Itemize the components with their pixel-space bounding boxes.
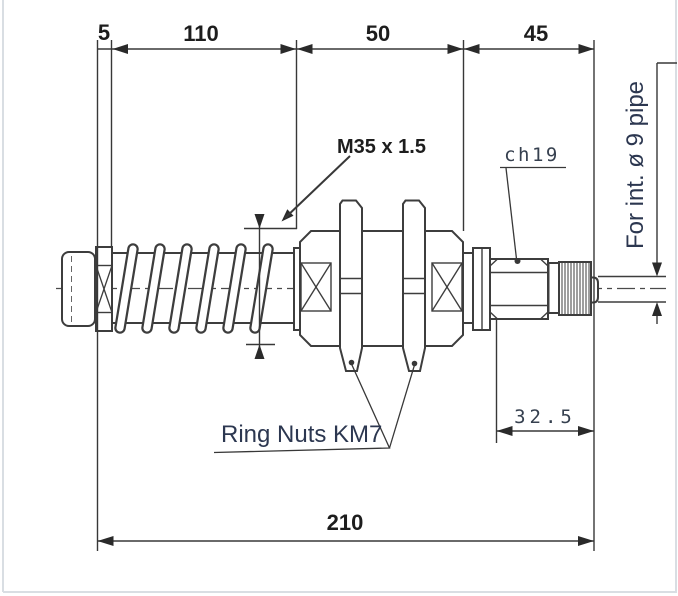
ring-nuts-leader (213, 363, 416, 454)
dimension-label-210: 210 (327, 510, 364, 535)
hex-size-label: ch19 (504, 144, 560, 166)
pipe-bore-lines (598, 275, 666, 303)
thread-spec-label: M35 x 1.5 (337, 136, 426, 158)
dimension-label-50: 50 (366, 21, 390, 46)
dimension-label-110: 110 (183, 21, 219, 46)
thread-section-left (300, 262, 332, 312)
collar (95, 246, 113, 332)
thread-section-right (431, 262, 463, 312)
thread-leader (284, 155, 351, 219)
dimension-label-32-5: 32.5 (514, 406, 576, 428)
pipe-note-label: For int. ø 9 pipe (622, 81, 649, 249)
hex-nut (489, 258, 549, 320)
dimension-arrows (97, 44, 662, 546)
knurled-fitting (558, 261, 592, 316)
hex-leader (500, 166, 566, 260)
dimension-label-5: 5 (98, 20, 110, 45)
right-flange (462, 252, 474, 324)
spring (114, 243, 274, 334)
leader-dots (348, 258, 521, 367)
ring-nut-2 (402, 199, 426, 372)
washer (472, 247, 491, 331)
dimension-label-45: 45 (524, 21, 548, 46)
dimension-lines (96, 40, 677, 551)
shoulder-ring (547, 262, 560, 314)
ring-nuts-label: Ring Nuts KM7 (221, 421, 382, 448)
end-cap (61, 251, 96, 327)
part-view (56, 199, 666, 372)
leader-lines (213, 155, 566, 454)
ring-nut-1 (339, 199, 363, 372)
